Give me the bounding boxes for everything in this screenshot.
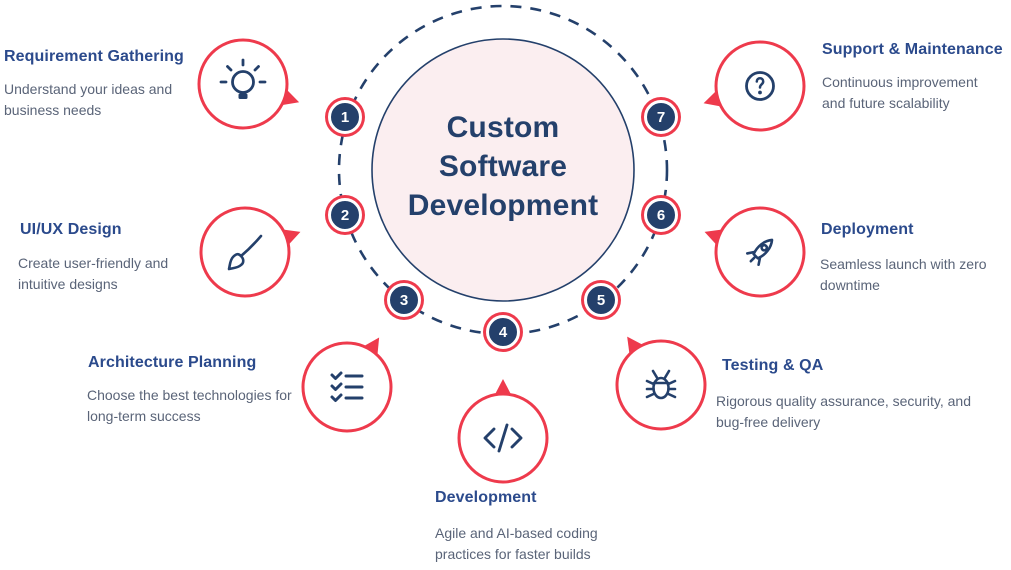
checklist-icon	[287, 327, 407, 447]
center-title: Custom Software Development	[407, 111, 599, 222]
step-description: Choose the best technologies for long-te…	[87, 387, 292, 424]
center-circle	[371, 38, 635, 302]
step-description: Understand your ideas and business needs	[4, 81, 173, 118]
step-description: Continuous improvement and future scalab…	[822, 74, 978, 111]
step-title-uiux-design: UI/UX Design	[20, 221, 122, 238]
paintbrush-icon	[185, 192, 305, 312]
step-description: Seamless launch with zero downtime	[820, 256, 987, 293]
step-title-deployment: Deployment	[821, 221, 914, 238]
bug-icon	[601, 325, 721, 445]
step-number-badge-1: 1	[328, 100, 362, 134]
step-number-badge-2: 2	[328, 198, 362, 232]
step-number-badge-6: 6	[644, 198, 678, 232]
code-icon	[443, 378, 563, 498]
step-title-testing-qa: Testing & QA	[722, 357, 824, 374]
step-title-architecture-planning: Architecture Planning	[88, 354, 257, 371]
rocket-icon	[700, 192, 820, 312]
step-description: Create user-friendly and intuitive desig…	[18, 255, 169, 292]
step-description: Rigorous quality assurance, security, an…	[716, 393, 971, 430]
question-icon	[700, 26, 820, 146]
step-number-badge-4: 4	[486, 315, 520, 349]
lightbulb-icon	[183, 24, 303, 144]
step-number-badge-3: 3	[387, 283, 421, 317]
step-title-support-maintenance: Support & Maintenance	[822, 41, 1003, 58]
step-description: Agile and AI-based coding practices for …	[435, 525, 598, 562]
step-title-requirement-gathering: Requirement Gathering	[4, 48, 184, 65]
step-number-badge-5: 5	[584, 283, 618, 317]
step-number-badge-7: 7	[644, 100, 678, 134]
step-title-development: Development	[435, 489, 537, 506]
dashed-orbit-circle	[337, 4, 669, 336]
